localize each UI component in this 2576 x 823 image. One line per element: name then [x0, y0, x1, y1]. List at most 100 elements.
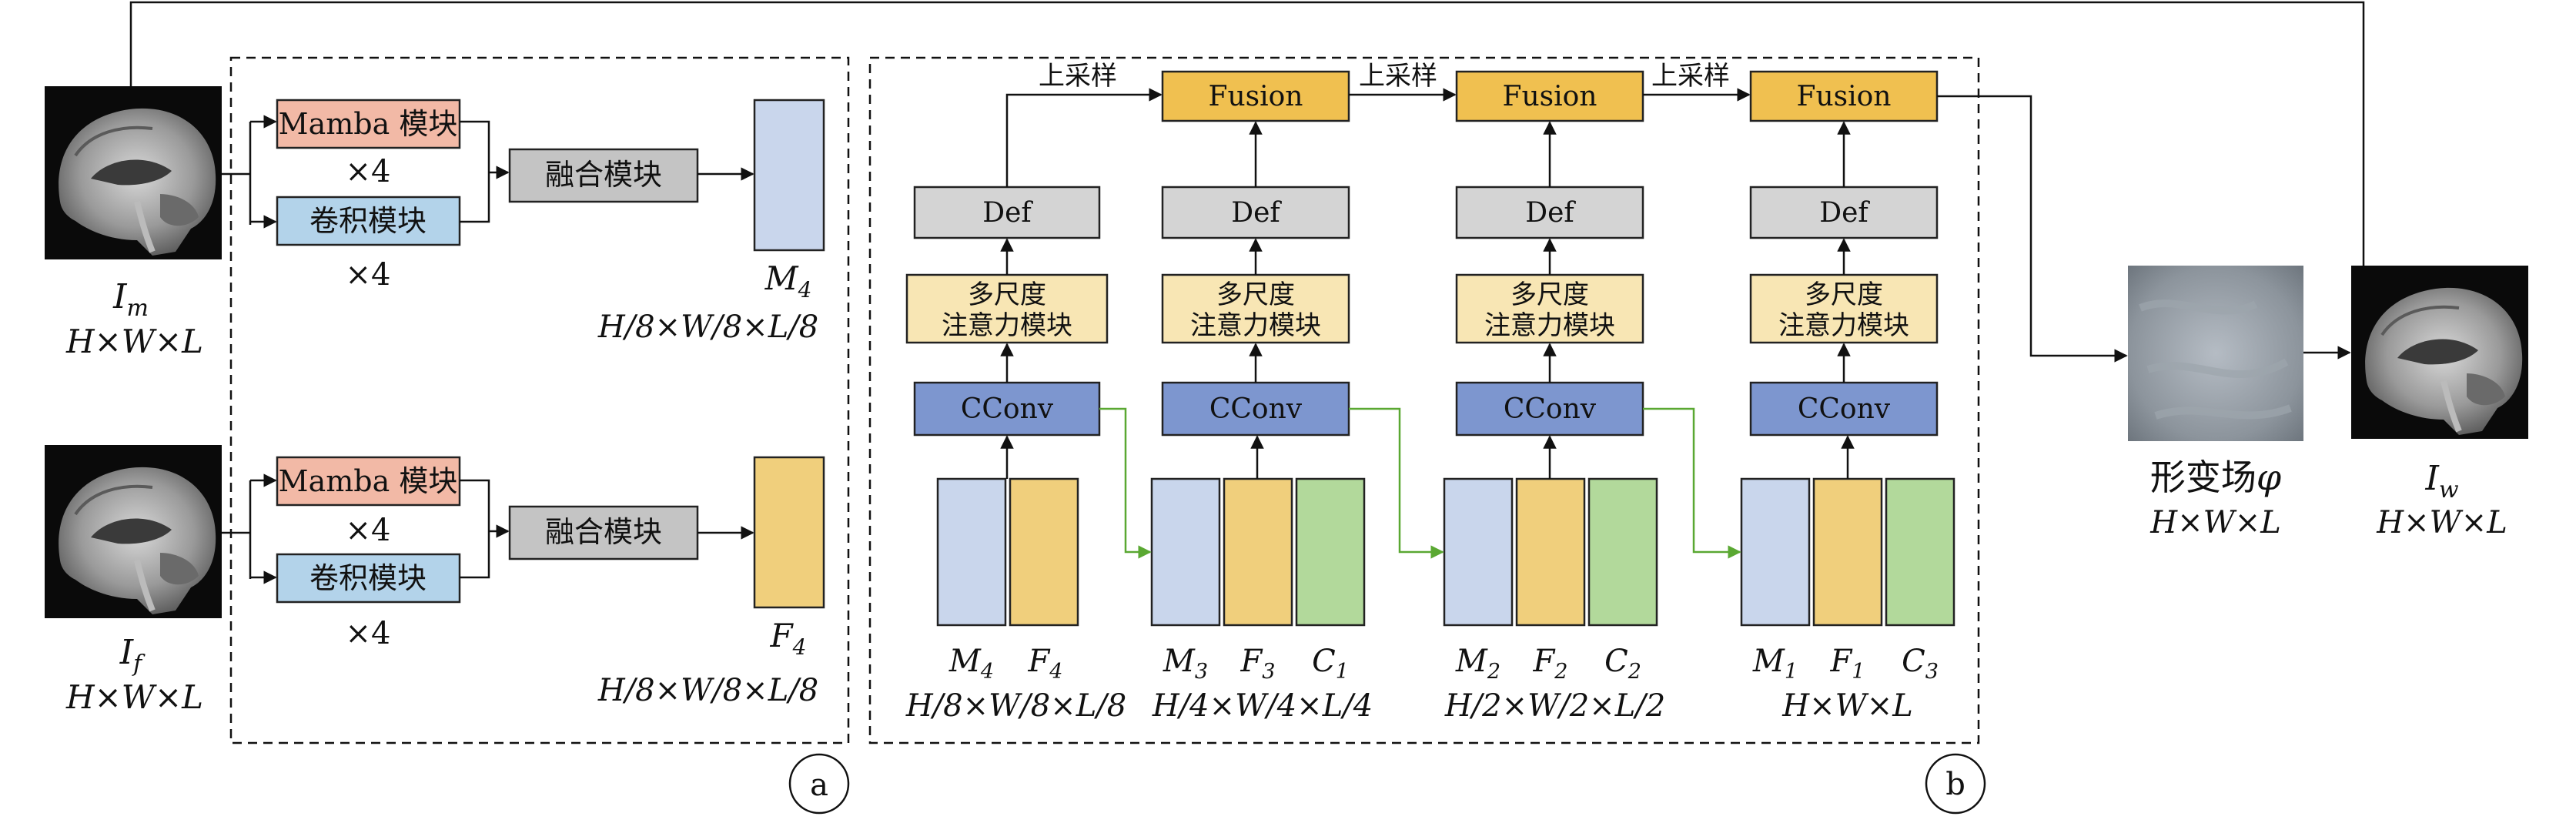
- panel-b-badge: [1925, 753, 1986, 815]
- tensor-c3: [1885, 477, 1955, 627]
- skip-line-moving-to-warp: [129, 1, 2370, 344]
- upsample-label-1: 上采样: [1039, 61, 1117, 92]
- panel-b-badge-label: b: [1945, 767, 1965, 802]
- fixed-image-label: If: [119, 633, 146, 677]
- def-label-stage4: Def: [1819, 197, 1870, 229]
- mamba-block-upper: [276, 99, 461, 149]
- msa-block-stage4: [1749, 273, 1939, 344]
- def-label-stage2: Def: [1231, 197, 1282, 229]
- conv-block-lower-label: 卷积模块: [309, 561, 427, 595]
- svg-text:F1: F1: [1830, 644, 1865, 684]
- fusion-module-lower-label: 融合模块: [545, 515, 662, 549]
- upsample-label-3: 上采样: [1651, 61, 1730, 92]
- cconv-block-stage3: [1455, 381, 1644, 437]
- repeat-lower-conv: ×4: [346, 616, 391, 651]
- def-label-stage3: Def: [1525, 197, 1576, 229]
- repeat-upper-mamba: ×4: [346, 154, 391, 189]
- def-block-stage3: [1455, 186, 1644, 239]
- moving-image-label: Im: [112, 277, 149, 322]
- msa-block-stage3: [1455, 273, 1644, 344]
- svg-text:F3: F3: [1240, 644, 1276, 684]
- msa-label1-stage3: 多尺度: [1510, 279, 1589, 310]
- svg-text:M3: M3: [1163, 644, 1208, 684]
- tensor-f1: [1812, 477, 1883, 627]
- fusion-label-stage4: Fusion: [1796, 81, 1891, 112]
- tensor-f3: [1223, 477, 1293, 627]
- feature-f4-panel-a: [753, 456, 825, 609]
- panel-b-frame: [868, 56, 1980, 744]
- cconv-label-stage2: CConv: [1209, 393, 1303, 425]
- svg-text:M1: M1: [1752, 644, 1798, 684]
- svg-text:M2: M2: [1455, 644, 1500, 684]
- feature-m4-panel-a: [753, 99, 825, 252]
- repeat-lower-mamba: ×4: [346, 513, 391, 548]
- tensor-m4: [936, 477, 1007, 627]
- svg-text:C3: C3: [1902, 644, 1939, 684]
- fusion-to-deformation-line: [1937, 95, 2128, 363]
- fixed-image: [45, 445, 222, 618]
- feature-m4-dims: H/8×W/8×L/8: [597, 309, 818, 345]
- def-block-stage4: [1749, 186, 1939, 239]
- fusion-block-stage3: [1455, 70, 1644, 122]
- tensor-m2: [1443, 477, 1514, 627]
- tensor-c1: [1295, 477, 1366, 627]
- fusion-block-stage2: [1161, 70, 1350, 122]
- green-arrow-2: [1349, 407, 1444, 559]
- def-block-stage2: [1161, 186, 1350, 239]
- svg-text:F4: F4: [1028, 644, 1063, 684]
- moving-image-dims: H×W×L: [65, 323, 203, 360]
- cconv-block-stage1: [913, 381, 1101, 437]
- tensor-f4: [1009, 477, 1079, 627]
- msa-label2-stage4: 注意力模块: [1778, 310, 1909, 341]
- deformation-field-label: 形变场φ: [2150, 457, 2282, 498]
- fusion-label-stage2: Fusion: [1208, 81, 1303, 112]
- def-block-stage1: [913, 186, 1101, 239]
- svg-text:M4: M4: [948, 644, 994, 684]
- svg-text:C2: C2: [1604, 644, 1641, 684]
- warped-image: [2351, 266, 2528, 439]
- svg-text:F2: F2: [1533, 644, 1568, 684]
- msa-label2-stage2: 注意力模块: [1190, 310, 1321, 341]
- fixed-image-dims: H×W×L: [65, 678, 203, 716]
- deformation-field-dims: H×W×L: [2149, 505, 2281, 540]
- warped-image-dims: H×W×L: [2376, 505, 2507, 540]
- msa-label2-stage3: 注意力模块: [1484, 310, 1615, 341]
- feature-f4-dims: H/8×W/8×L/8: [597, 673, 818, 708]
- tensor-c2: [1587, 477, 1658, 627]
- cconv-label-stage4: CConv: [1798, 393, 1891, 425]
- feature-f4-label: F4: [770, 617, 807, 660]
- stage1-dims: H/8×W/8×L/8: [905, 688, 1126, 724]
- feature-m4-label: M4: [764, 259, 812, 303]
- msa-block-stage1: [905, 273, 1109, 344]
- panel-a-badge-label: a: [810, 768, 828, 803]
- green-arrow-1: [1099, 407, 1152, 559]
- mamba-block-lower-label: Mamba 模块: [279, 464, 458, 498]
- tensor-f2: [1515, 477, 1586, 627]
- cconv-label-stage3: CConv: [1504, 393, 1597, 425]
- stage4-dims: H×W×L: [1781, 688, 1913, 724]
- msa-label2-stage1: 注意力模块: [942, 310, 1072, 341]
- msa-label1-stage1: 多尺度: [968, 279, 1046, 310]
- fusion-block-stage4: [1749, 70, 1939, 122]
- msa-label1-stage4: 多尺度: [1805, 279, 1883, 310]
- mamba-block-upper-label: Mamba 模块: [279, 107, 458, 141]
- panel-a-frame: [229, 56, 850, 744]
- upsample-label-2: 上采样: [1359, 61, 1437, 92]
- warped-image-label: Iw: [2424, 459, 2458, 504]
- def-label-stage1: Def: [982, 197, 1033, 229]
- cconv-label-stage1: CConv: [961, 393, 1054, 425]
- stage2-dims: H/4×W/4×L/4: [1152, 688, 1373, 724]
- stage-labels: M4 F4 M3 F3 C1 M2 F2 C2 M1 F1 C3: [948, 644, 1939, 684]
- msa-label1-stage2: 多尺度: [1216, 279, 1295, 310]
- panel-a-badge: [788, 753, 850, 815]
- tensor-m3: [1150, 477, 1221, 627]
- conv-block-upper-label: 卷积模块: [309, 204, 427, 238]
- fusion-module-lower: [508, 505, 699, 560]
- svg-text:C1: C1: [1312, 644, 1349, 684]
- fusion-module-upper: [508, 148, 699, 203]
- fusion-label-stage3: Fusion: [1502, 81, 1597, 112]
- fusion-module-upper-label: 融合模块: [545, 158, 662, 192]
- green-arrow-3: [1643, 407, 1741, 559]
- moving-image: [45, 86, 222, 259]
